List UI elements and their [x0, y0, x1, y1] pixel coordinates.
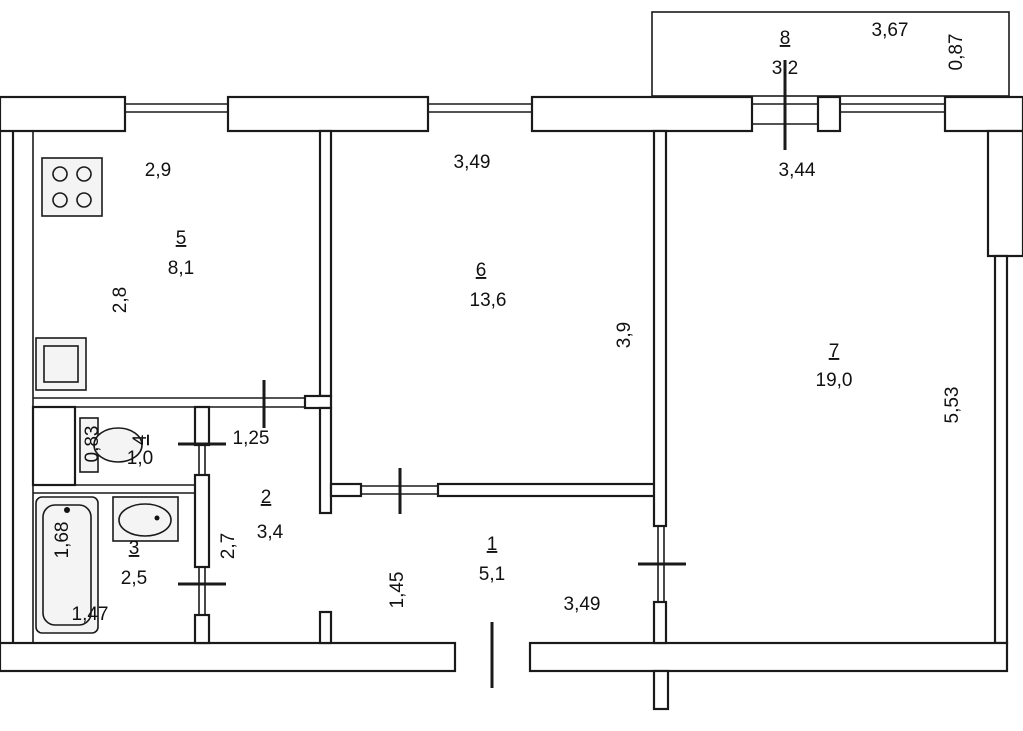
dimension-label: 2,7 [218, 533, 239, 559]
room-label-7: 7 19,0 [816, 341, 853, 391]
dimension-label: 0,87 [946, 34, 967, 71]
room6-door [361, 468, 438, 514]
dimension-label: 1,68 [52, 522, 73, 559]
bathtub-icon [35, 496, 99, 634]
room7-door [638, 526, 686, 602]
svg-text:7: 7 [829, 341, 840, 362]
interior-wall [193, 613, 211, 645]
kitchen-sink-icon [35, 337, 87, 391]
washbasin-icon [112, 496, 179, 542]
window [840, 103, 945, 113]
svg-text:3,4: 3,4 [257, 522, 284, 543]
svg-text:8,1: 8,1 [168, 258, 194, 279]
right-exterior-wall [993, 254, 1009, 645]
dimension-label: 2,8 [110, 287, 131, 313]
right-wall-notch [986, 129, 1023, 258]
dimension-label: 1,45 [387, 572, 408, 609]
dimension-label: 3,49 [564, 594, 601, 615]
window [125, 103, 228, 113]
svg-text:19,0: 19,0 [816, 370, 853, 391]
bottom-wall-segment [528, 641, 1009, 673]
interior-wall [193, 473, 211, 569]
svg-text:3: 3 [129, 538, 140, 559]
svg-text:5,1: 5,1 [479, 564, 505, 585]
dimension-label: 1,25 [233, 428, 270, 449]
room-label-6: 6 13,6 [470, 260, 507, 311]
svg-text:2: 2 [261, 487, 272, 508]
stove-icon [41, 157, 103, 217]
interior-wall [31, 405, 77, 487]
top-wall-segment [816, 95, 842, 133]
interior-wall [652, 600, 668, 645]
interior-wall [303, 394, 333, 410]
interior-wall [318, 610, 333, 645]
dimension-label: 3,67 [872, 20, 909, 41]
interior-wall [318, 406, 333, 515]
svg-text:5: 5 [176, 228, 187, 249]
kitchen-door [200, 380, 305, 428]
dimension-label: 3,49 [454, 152, 491, 173]
top-wall-segment [0, 95, 127, 133]
svg-text:1: 1 [487, 534, 498, 555]
interior-wall [436, 482, 665, 498]
wc-door [178, 442, 226, 475]
bottom-wall-segment [0, 641, 457, 673]
svg-text:8: 8 [780, 28, 791, 49]
room-label-8: 8 3,2 [772, 28, 798, 79]
dimension-label: 1,47 [72, 604, 109, 625]
room-label-4: 4 1,0 [127, 434, 153, 469]
svg-text:6: 6 [476, 260, 487, 281]
bottom-wall-stub [652, 669, 670, 711]
window [428, 103, 532, 113]
top-wall-segment [530, 95, 754, 133]
room-label-5: 5 8,1 [168, 228, 194, 279]
dimension-label: 0,83 [82, 426, 103, 463]
toilet-icon [79, 417, 143, 473]
left-exterior-wall [0, 128, 15, 647]
balcony-door [752, 60, 818, 150]
room-label-2: 2 3,4 [257, 487, 284, 543]
dimension-label: 5,53 [942, 387, 963, 424]
svg-text:2,5: 2,5 [121, 568, 147, 589]
room-label-1: 1 5,1 [479, 534, 505, 585]
bathroom-door [178, 567, 226, 615]
interior-wall [329, 482, 363, 498]
interior-wall [193, 405, 211, 447]
top-wall-segment [226, 95, 430, 133]
room-label-3: 3 2,5 [121, 538, 147, 589]
dimension-label: 3,9 [614, 322, 635, 348]
svg-text:13,6: 13,6 [470, 290, 507, 311]
svg-text:3,2: 3,2 [772, 58, 798, 79]
top-wall-segment [943, 95, 1023, 133]
svg-text:1,0: 1,0 [127, 448, 153, 469]
interior-wall [318, 129, 333, 398]
svg-text:4: 4 [130, 434, 151, 445]
dimension-label: 2,9 [145, 160, 171, 181]
interior-wall [652, 129, 668, 528]
dimension-label: 3,44 [779, 160, 816, 181]
